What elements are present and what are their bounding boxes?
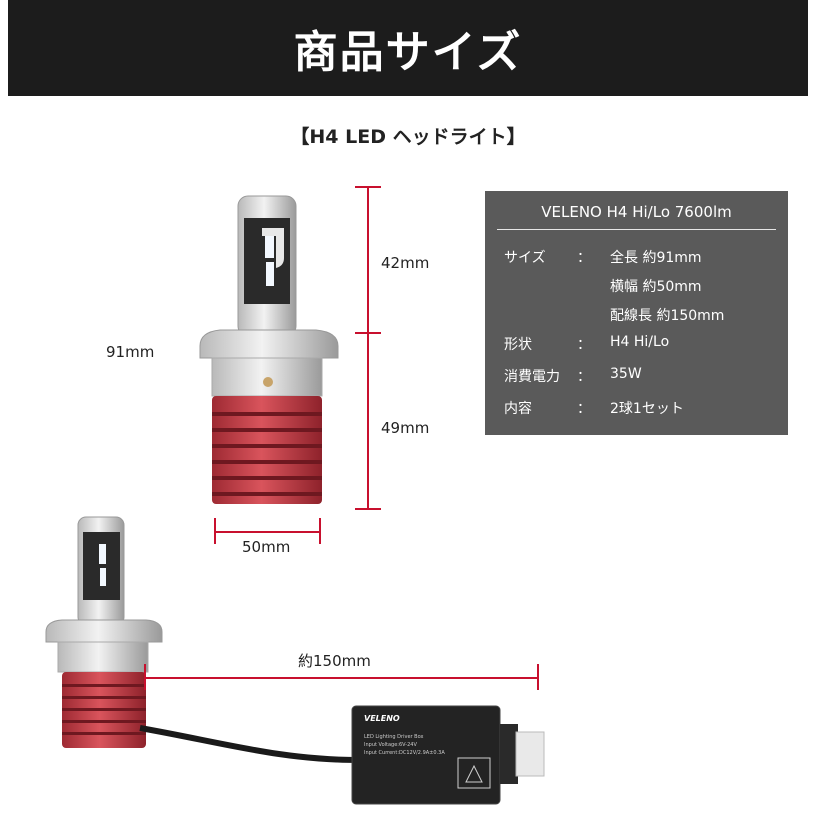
cable-length-label: 約150mm — [298, 652, 371, 670]
driver-box-brand: VELENO — [364, 714, 400, 723]
driver-box-label: LED Lighting Driver Box Input Voltage:6V… — [364, 733, 445, 757]
spec-contents-value: 2球1セット — [610, 401, 684, 417]
height-dimension-line — [367, 186, 369, 509]
driver-box-line1: LED Lighting Driver Box — [364, 734, 424, 740]
height-total-label: 91mm — [106, 343, 155, 361]
spec-colon: ： — [577, 369, 591, 385]
width-label: 50mm — [242, 538, 291, 556]
bulb-large — [199, 195, 339, 504]
spec-contents-label: 内容 — [504, 401, 532, 417]
spec-panel: VELENO H4 Hi/Lo 7600lm サイズ ： 全長 約91mm 横幅… — [485, 191, 788, 435]
page-title: 商品サイズ — [293, 27, 523, 78]
cable — [139, 725, 359, 763]
page-banner: 商品サイズ — [8, 0, 808, 96]
spec-colon: ： — [577, 250, 591, 266]
product-subtitle: 【H4 LED ヘッドライト】 — [290, 126, 526, 148]
height-tick-bottom — [355, 508, 381, 510]
spec-divider — [497, 229, 776, 230]
spec-size-value-3: 配線長 約150mm — [610, 308, 725, 324]
spec-size-value-1: 全長 約91mm — [610, 250, 702, 266]
spec-shape-label: 形状 — [504, 337, 532, 353]
spec-power-label: 消費電力 — [504, 369, 560, 385]
cable-dimension-line — [144, 677, 539, 679]
spec-title: VELENO H4 Hi/Lo 7600lm — [541, 203, 732, 221]
height-top-label: 42mm — [381, 254, 430, 272]
width-tick-right — [319, 518, 321, 544]
cable-tick-right — [537, 664, 539, 690]
spec-shape-value: H4 Hi/Lo — [610, 334, 670, 350]
height-tick-mid — [355, 332, 381, 334]
spec-size-label: サイズ — [504, 250, 546, 266]
bulb-small — [45, 516, 163, 748]
spec-colon: ： — [577, 337, 591, 353]
cable-tick-left — [144, 664, 146, 690]
spec-size-value-2: 横幅 約50mm — [610, 279, 702, 295]
width-tick-left — [214, 518, 216, 544]
width-dimension-line — [214, 531, 320, 533]
driver-box-line3: Input Current:DC12V/2.9A±0.3A — [364, 750, 445, 756]
spec-power-value: 35W — [610, 366, 642, 382]
height-bottom-label: 49mm — [381, 419, 430, 437]
height-tick-top — [355, 186, 381, 188]
driver-box — [351, 705, 545, 805]
driver-box-line2: Input Voltage:6V-24V — [364, 742, 417, 748]
spec-colon: ： — [577, 401, 591, 417]
